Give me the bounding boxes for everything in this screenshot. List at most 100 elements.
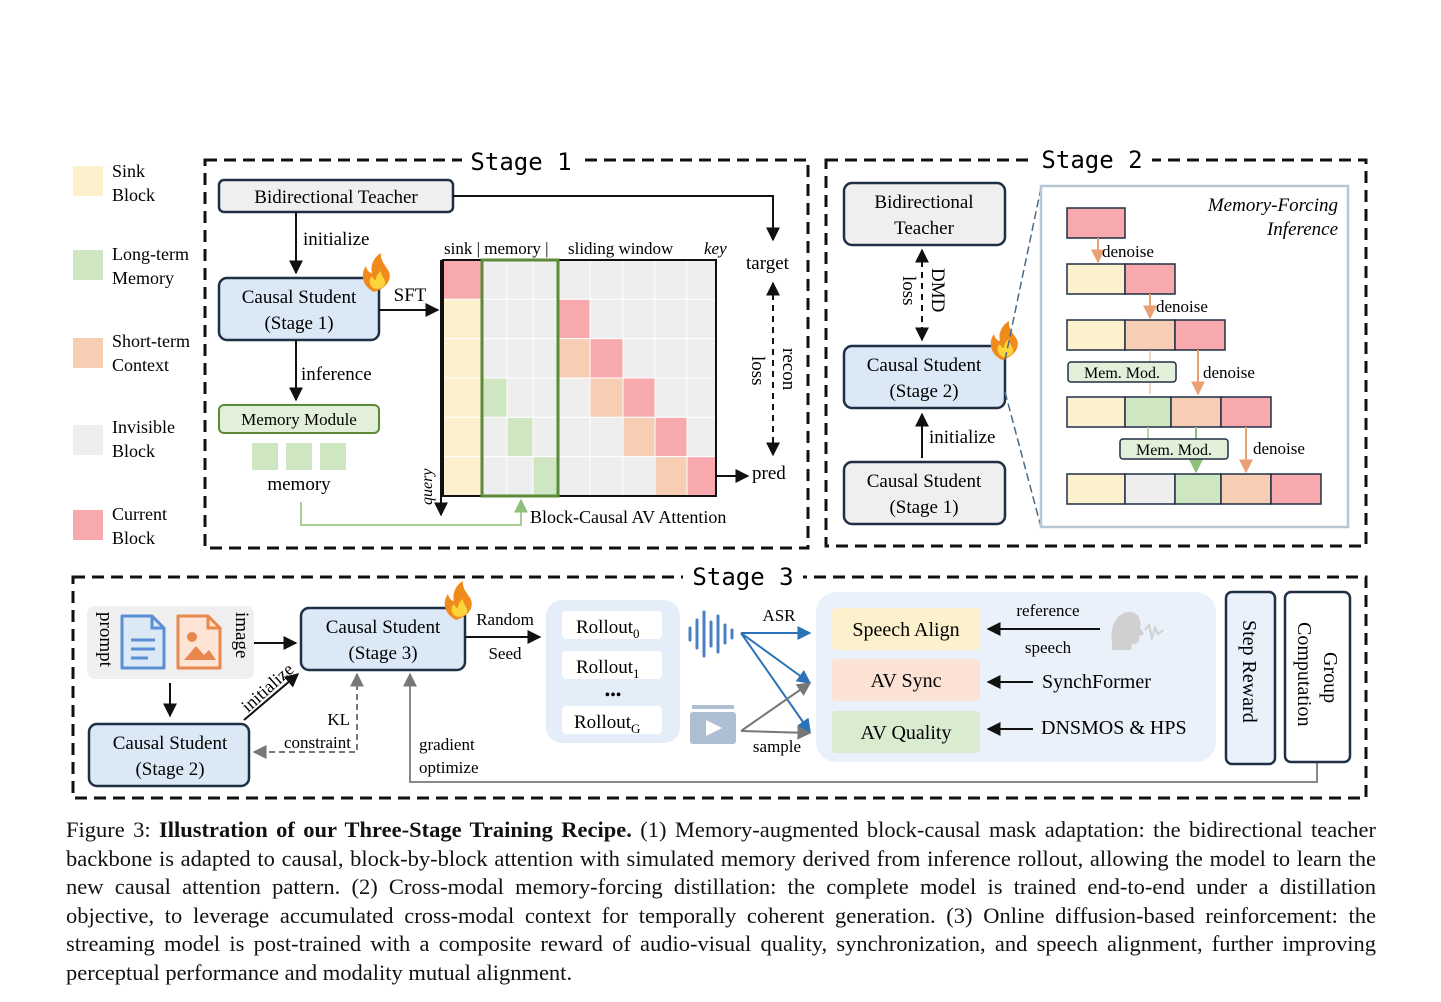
stage-1-title: Stage 1	[470, 148, 571, 176]
query-label: query	[419, 468, 436, 505]
audio-waveform-icon	[688, 610, 734, 658]
attention-cell	[589, 298, 624, 340]
attention-cell	[506, 298, 534, 340]
step-reward-box	[1224, 590, 1277, 766]
attention-cell	[481, 377, 508, 418]
attention-cell	[442, 298, 483, 340]
attention-cell	[557, 377, 591, 418]
attention-cell	[686, 298, 717, 340]
attention-caption: Block-Causal AV Attention	[530, 507, 726, 527]
legend-item-sink: Sink Block	[73, 161, 155, 205]
student-label: Causal Student	[242, 287, 357, 308]
attention-cell	[654, 377, 688, 418]
attention-cell	[686, 456, 717, 497]
student-label: Causal Student	[113, 733, 228, 754]
caption-label: Figure 3:	[66, 817, 151, 842]
attention-cell	[481, 416, 508, 458]
attention-cell	[654, 456, 688, 497]
attention-cell	[557, 259, 591, 300]
attention-cell	[481, 298, 508, 340]
attention-cell	[557, 456, 591, 497]
inference-title: Inference	[1266, 219, 1338, 240]
stage-3-panel: Stage 3 prompt image Causal Student (Sta…	[71, 563, 1368, 800]
legend-item-short-term: Short-term Context	[73, 331, 190, 375]
dmd-loss-label: loss	[898, 276, 919, 306]
prompt-label: prompt	[95, 612, 116, 668]
recon-label: recon	[778, 348, 799, 391]
rollout-dots: •••	[605, 687, 622, 704]
attention-cell	[532, 456, 559, 497]
speech-align-label: Speech Align	[852, 619, 959, 641]
mem-mod-label: Mem. Mod.	[1136, 442, 1212, 459]
student-label: (Stage 3)	[348, 643, 417, 664]
av-sync-box	[832, 659, 980, 701]
speech-align-box	[832, 608, 980, 650]
speech-label: speech	[1025, 638, 1072, 657]
legend-label: Block	[112, 441, 155, 461]
attention-cell	[506, 338, 534, 379]
asr-label: ASR	[762, 606, 796, 625]
pred-label: pred	[752, 463, 786, 484]
random-label: Random	[476, 610, 534, 629]
loss-label: loss	[747, 356, 768, 386]
legend-label: Short-term	[112, 331, 190, 351]
stage-2-panel: Stage 2 Bidirectional Teacher DMD loss C…	[824, 146, 1368, 548]
causal-student-stage3-box	[299, 606, 467, 672]
rollout-0	[562, 611, 662, 639]
attention-cell	[532, 298, 559, 340]
mem-mod-box	[1067, 361, 1177, 383]
memory-module-box	[218, 404, 380, 434]
attention-cell	[622, 416, 656, 458]
causal-student-stage2-box	[842, 344, 1007, 410]
legend-label: Current	[112, 504, 167, 524]
student-label: (Stage 1)	[889, 497, 958, 518]
step-reward-label: Step Reward	[1238, 620, 1260, 723]
legend-label: Invisible	[112, 417, 175, 437]
attention-cell	[622, 456, 656, 497]
av-quality-box	[832, 711, 980, 753]
caption-body: (1) Memory-augmented block-causal mask a…	[66, 817, 1376, 985]
sft-label: SFT	[394, 285, 427, 306]
denoise-label: denoise	[1253, 439, 1305, 458]
teacher-label: Bidirectional Teacher	[254, 187, 418, 208]
video-icon	[690, 705, 736, 744]
attention-cell	[622, 298, 656, 340]
attention-cell	[506, 456, 534, 497]
initialize-label: initialize	[929, 427, 995, 448]
av-quality-label: AV Quality	[861, 722, 952, 744]
group-computation-box	[1283, 590, 1352, 764]
reference-label: reference	[1016, 601, 1079, 620]
attention-cell	[654, 338, 688, 379]
inference-label: inference	[301, 364, 372, 385]
attention-cell	[589, 456, 624, 497]
attention-cell	[622, 259, 656, 300]
constraint-label: constraint	[284, 733, 351, 752]
denoise-label: denoise	[1156, 297, 1208, 316]
gradient-label: gradient	[419, 735, 475, 754]
legend-label: Long-term	[112, 244, 189, 264]
dnsmos-label: DNSMOS & HPS	[1041, 717, 1187, 739]
figure-3-diagram: Sink Block Long-term Memory Short-term C…	[71, 146, 1368, 800]
legend-label: Context	[112, 355, 169, 375]
memory-module-label: Memory Module	[241, 410, 357, 429]
stage-2-title: Stage 2	[1041, 146, 1142, 174]
attention-cell	[532, 416, 559, 458]
attention-cell	[442, 456, 483, 497]
mem-mod-box	[1119, 438, 1229, 460]
attention-matrix	[442, 259, 717, 497]
rollout-label: Rollout1	[576, 657, 640, 681]
seed-label: Seed	[488, 644, 522, 663]
legend-item-memory: Long-term Memory	[73, 244, 189, 288]
student-label: Causal Student	[867, 355, 982, 376]
denoise-label: denoise	[1203, 363, 1255, 382]
rollout-1	[562, 651, 662, 679]
attention-cell	[686, 259, 717, 300]
attention-cell	[442, 377, 483, 418]
legend-label: Block	[112, 185, 155, 205]
memory-token	[320, 443, 346, 470]
memory-token	[252, 443, 278, 470]
attention-cell	[622, 338, 656, 379]
rollout-label: RolloutG	[574, 712, 640, 736]
target-label: target	[746, 253, 790, 274]
student-label: (Stage 1)	[264, 313, 333, 334]
